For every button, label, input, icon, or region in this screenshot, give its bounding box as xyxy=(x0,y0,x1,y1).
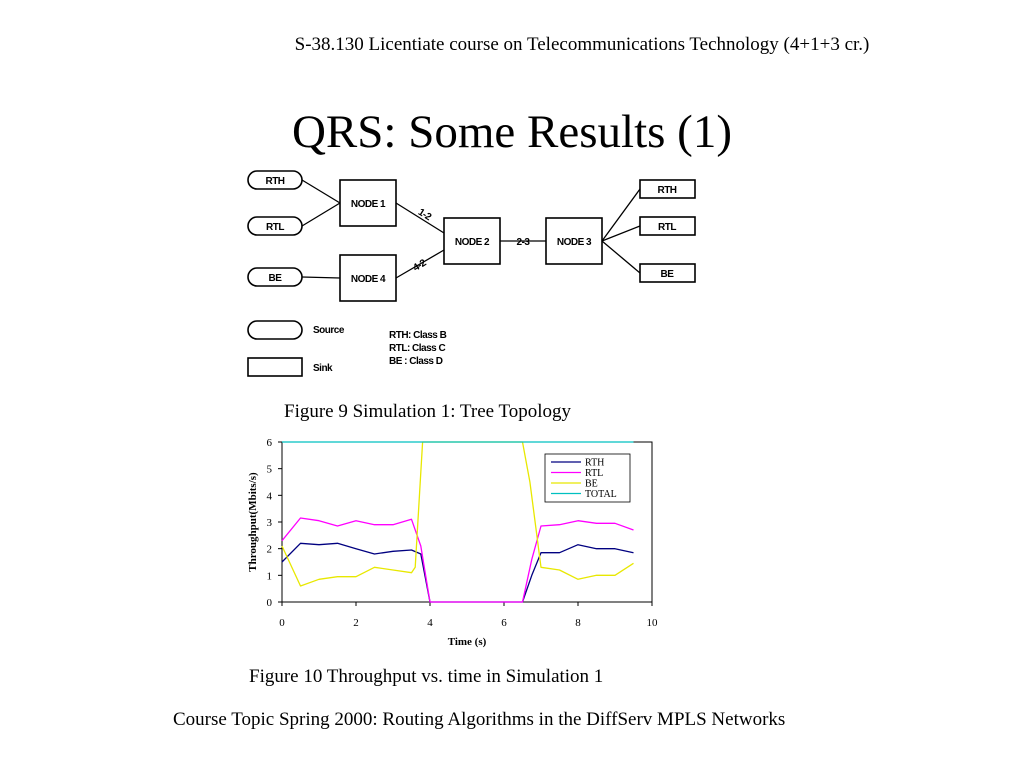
figure-10-caption: Figure 10 Throughput vs. time in Simulat… xyxy=(249,666,604,687)
y-tick-label: 0 xyxy=(267,597,273,609)
sink-label-rth: RTH xyxy=(657,185,676,196)
slide-footer: Course Topic Spring 2000: Routing Algori… xyxy=(173,709,786,730)
source-label-rth: RTH xyxy=(265,176,284,187)
y-tick-label: 5 xyxy=(267,464,273,476)
link-label-1-2: 1-2 xyxy=(416,207,434,224)
legend-label-rth: RTH xyxy=(585,458,604,469)
node-4-label: NODE 4 xyxy=(351,274,386,285)
legend-label-be: BE xyxy=(585,479,598,490)
source-label-be: BE xyxy=(269,273,283,284)
source-label-rtl: RTL xyxy=(266,222,284,233)
legend-source-shape xyxy=(247,320,303,340)
x-tick-label: 10 xyxy=(647,617,659,629)
node-1-label: NODE 1 xyxy=(351,199,386,210)
topology-diagram: RTH RTL BE NODE 1 NODE 2 NODE 3 NODE 4 1… xyxy=(247,170,696,377)
x-axis-label: Time (s) xyxy=(448,636,487,648)
series-line-rtl xyxy=(281,517,634,603)
slide-title: QRS: Some Results (1) xyxy=(291,106,732,158)
x-tick-label: 2 xyxy=(353,617,359,629)
figure-9-caption: Figure 9 Simulation 1: Tree Topology xyxy=(284,401,572,422)
x-tick-label: 4 xyxy=(427,617,433,629)
legend-class-be: BE : Class D xyxy=(389,356,443,367)
slide-header: S-38.130 Licentiate course on Telecommun… xyxy=(294,34,870,55)
legend-source-label: Source xyxy=(313,325,345,336)
x-tick-label: 0 xyxy=(279,617,285,629)
legend-label-rtl: RTL xyxy=(585,468,603,479)
sink-label-rtl: RTL xyxy=(658,222,676,233)
legend-sink-label: Sink xyxy=(313,363,333,374)
x-tick-label: 8 xyxy=(575,617,581,629)
node-2-label: NODE 2 xyxy=(455,237,490,248)
legend-label-total: TOTAL xyxy=(585,489,617,500)
y-tick-label: 1 xyxy=(267,570,273,582)
y-tick-label: 6 xyxy=(267,437,273,449)
y-axis-label: Throughput(Mbits/s) xyxy=(247,472,259,572)
y-tick-label: 3 xyxy=(267,517,273,529)
link-label-2-3: 2-3 xyxy=(517,237,531,248)
series-line-rth xyxy=(281,542,634,603)
sink-label-be: BE xyxy=(661,269,675,280)
y-tick-label: 4 xyxy=(267,490,273,502)
y-tick-label: 2 xyxy=(267,544,273,556)
x-tick-label: 6 xyxy=(501,617,507,629)
legend-class-rtl: RTL: Class C xyxy=(389,343,446,354)
legend-sink-shape xyxy=(247,357,303,377)
legend-class-rth: RTH: Class B xyxy=(389,330,447,341)
node-3-label: NODE 3 xyxy=(557,237,592,248)
throughput-chart: 0 1 2 3 4 5 6 0 2 4 6 8 10 Time (s) Throughput(Mbit… xyxy=(247,437,659,648)
